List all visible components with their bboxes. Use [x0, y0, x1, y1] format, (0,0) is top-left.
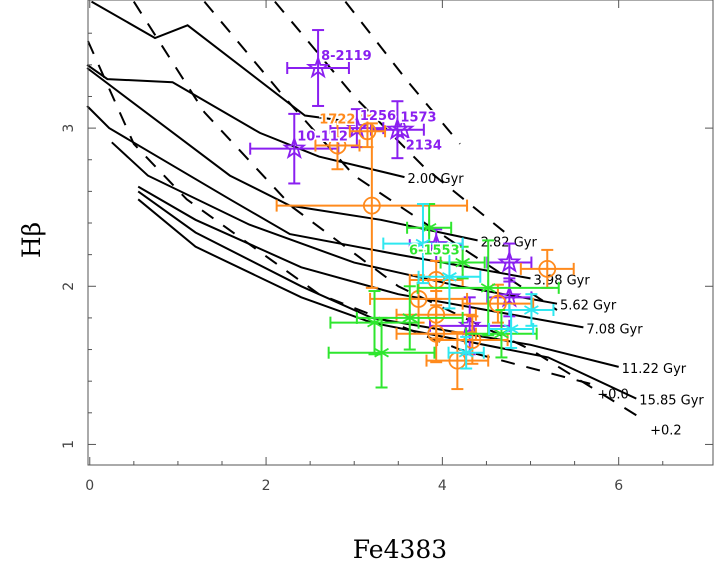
data-point — [417, 244, 482, 310]
asterisk-marker — [480, 283, 496, 293]
age-label: 11.22 Gyr — [622, 362, 687, 377]
age-line — [111, 141, 558, 305]
circle-marker — [328, 136, 347, 155]
age-line — [137, 198, 637, 400]
asterisk-marker — [455, 257, 471, 268]
data-point — [348, 114, 387, 149]
metallicity-line — [203, 0, 558, 311]
data-point — [249, 112, 340, 185]
point-label: 8-2119 — [321, 49, 372, 64]
age-line — [137, 190, 619, 368]
point-label: 1256 — [360, 109, 396, 124]
data-point — [286, 29, 350, 107]
star-marker — [305, 55, 331, 79]
metallicity-line — [274, 0, 514, 240]
age-line — [86, 105, 531, 280]
asterisk-marker — [494, 328, 509, 339]
data-point — [447, 335, 485, 370]
data-point — [488, 309, 535, 349]
asterisk-marker — [442, 272, 457, 282]
data-point — [314, 120, 361, 171]
age-label: 15.85 Gyr — [639, 394, 704, 409]
star-marker — [497, 284, 522, 308]
metallicity-line — [344, 0, 461, 145]
data-point — [275, 122, 469, 289]
point-label: 1722 — [319, 112, 355, 127]
age-line — [91, 0, 352, 123]
circle-marker — [358, 122, 377, 141]
data-points — [249, 29, 575, 391]
plot-frame — [87, 0, 714, 466]
asterisk-marker — [374, 347, 389, 358]
metallicity-label: +0.2 — [650, 424, 682, 439]
asterisk-marker — [458, 347, 474, 358]
data-point — [327, 316, 436, 389]
age-line — [137, 185, 584, 329]
asterisk-marker — [415, 238, 431, 249]
metallicity-line — [132, 1, 646, 422]
x-tick-label: 0 — [85, 478, 94, 494]
data-point — [439, 245, 486, 280]
data-point — [382, 203, 464, 285]
metallicity-label: +0.0 — [597, 387, 629, 402]
y-axis-label: Hβ — [17, 222, 46, 258]
point-labels: 8-2119 10-112 1256 1573 2134 1722 6-1553 — [296, 48, 461, 261]
asterisk-marker — [503, 324, 519, 334]
x-tick-label: 2 — [262, 478, 271, 494]
data-point — [390, 116, 415, 141]
circle-marker — [362, 196, 381, 215]
y-tick-label: 3 — [61, 124, 77, 133]
age-label: 5.62 Gyr — [560, 299, 617, 314]
circle-marker — [489, 294, 507, 313]
star-marker — [390, 116, 415, 141]
point-label: 2134 — [406, 139, 442, 154]
y-tick-label: 1 — [61, 440, 77, 449]
asterisk-marker — [367, 317, 382, 328]
data-point — [329, 290, 420, 356]
metallicity-line — [87, 40, 593, 386]
y-tick-label: 2 — [61, 282, 77, 291]
x-tick-label: 6 — [614, 478, 623, 494]
point-label: 10-112 — [297, 130, 348, 145]
age-line — [86, 67, 478, 242]
axis-ticks: 0 2 4 6 1 2 3 — [61, 0, 713, 494]
data-point — [395, 304, 477, 364]
point-label: 1573 — [400, 111, 436, 126]
star-marker — [282, 135, 307, 160]
asterisk-marker — [421, 222, 437, 233]
age-label: 2.00 Gyr — [407, 172, 464, 187]
data-point — [416, 239, 560, 337]
point-label: 6-1553 — [409, 244, 460, 259]
age-label: 7.08 Gyr — [586, 322, 643, 337]
circle-marker — [538, 259, 557, 278]
star-marker — [497, 249, 522, 273]
x-tick-label: 4 — [438, 478, 447, 494]
asterisk-marker — [524, 305, 539, 315]
age-line — [86, 63, 405, 179]
circle-marker — [463, 331, 482, 349]
data-point — [436, 315, 509, 365]
asterisk-marker — [402, 313, 418, 323]
x-axis-label: Fe4383 — [353, 535, 447, 564]
